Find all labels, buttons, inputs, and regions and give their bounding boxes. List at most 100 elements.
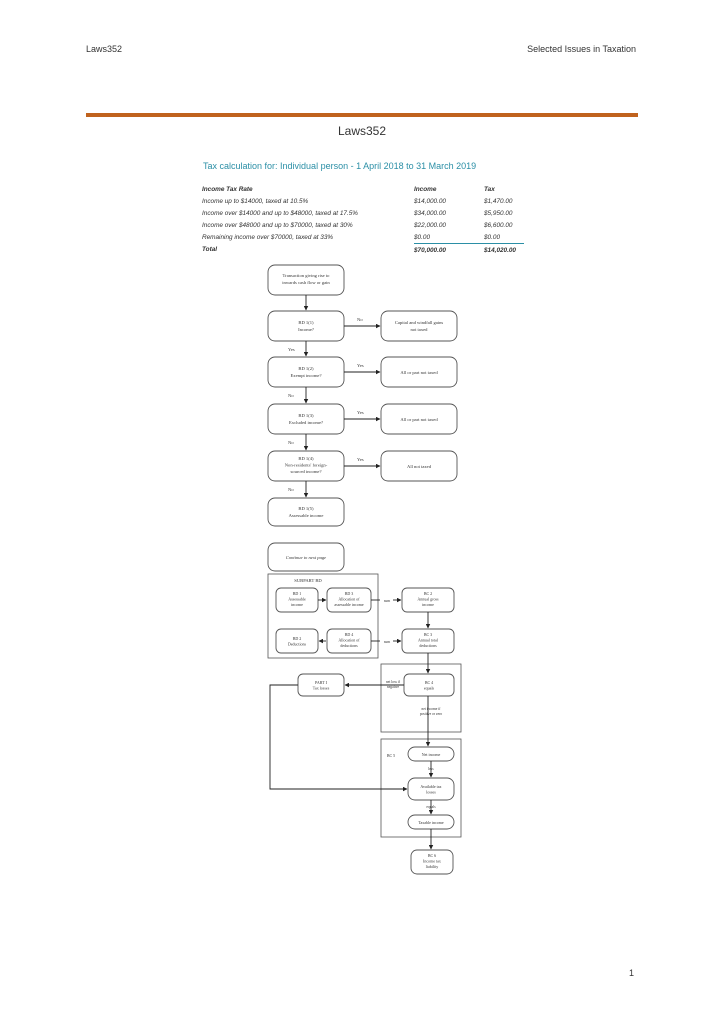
tax-cell: $5,950.00 xyxy=(484,209,513,217)
available-label-2: losses xyxy=(426,790,436,795)
bc3-label-2: Annual total xyxy=(418,638,439,643)
subpart-label: SUBPART BD xyxy=(294,578,322,583)
bd1-5-label-2: Assessable income xyxy=(289,513,324,518)
bd2-box xyxy=(275,628,319,654)
bc2-label-3: income xyxy=(422,602,434,607)
subpart-bd-panel xyxy=(267,573,379,659)
sum1-label: sum xyxy=(384,599,390,603)
bd1-3-label-1: BD 1(3) xyxy=(298,413,314,418)
bc6-label-3: liability xyxy=(426,864,438,869)
bd1-5-label-1: BD 1(5) xyxy=(298,506,314,511)
page-number: 1 xyxy=(629,968,635,978)
bd1-3-label-2: Excluded income? xyxy=(289,420,323,425)
bc4-label-2: equals xyxy=(424,686,435,691)
netincome-note-1: net income if xyxy=(422,707,442,711)
svg-text:BD 1(1)Income?: BD 1(1)Income? xyxy=(298,320,314,332)
rate-cell: Remaining income over $70000, taxed at 3… xyxy=(202,233,334,241)
bd2-label-1: BD 2 xyxy=(293,636,302,641)
bd4-label-3: deductions xyxy=(340,643,358,648)
total-tax: $14,020.00 xyxy=(484,246,516,254)
bd4-label-2: Allocation of xyxy=(338,638,360,643)
income-header: Income xyxy=(414,185,437,193)
bc4-panel xyxy=(380,663,462,733)
bd3-label-3: assessable income xyxy=(334,602,363,607)
netincome-note-2: positive or zero xyxy=(420,712,443,716)
table-row: Remaining income over $70000, taxed at 3… xyxy=(202,231,524,244)
document-title: Laws352 xyxy=(337,124,387,138)
bd1-1-box xyxy=(267,310,345,342)
continue-label: Continue to next page xyxy=(286,555,326,560)
no-label-3: No xyxy=(288,440,294,445)
total-label: Total xyxy=(202,246,218,254)
continue-box xyxy=(267,542,345,572)
rate-cell: Income up to $14000, taxed at 10.5% xyxy=(202,197,309,205)
taxable-label: Taxable income xyxy=(418,820,444,825)
bd2-label-2: Deductions xyxy=(288,642,307,647)
bd1-1-label-1: BD 1(1) xyxy=(298,320,314,325)
bc3-label-3: deductions xyxy=(419,643,437,648)
available-label-1: Available tax xyxy=(420,784,441,789)
bc6-box xyxy=(410,849,454,875)
bd1-4-label-2: Non-residents' foreign- xyxy=(285,463,328,468)
bc3-label-1: BC 3 xyxy=(424,632,432,637)
no-label-4: No xyxy=(288,487,294,492)
bc5-label: BC 5 xyxy=(387,753,395,758)
bc5-panel xyxy=(380,738,462,838)
bd1-2-label-1: BD 1(2) xyxy=(298,366,314,371)
exempt-box xyxy=(380,356,458,388)
netloss-label-2: negative xyxy=(387,685,400,689)
bc6-label-2: Income tax xyxy=(423,859,441,864)
tax-cell: $6,600.00 xyxy=(484,221,513,229)
table-row: Income over $14000 and up to $48000, tax… xyxy=(202,207,524,219)
income-cell: $0.00 xyxy=(414,231,484,244)
yes-label-4: Yes xyxy=(357,457,364,462)
bd1-4-label-1: BD 1(4) xyxy=(298,456,314,461)
bc2-label-1: BC 2 xyxy=(424,591,432,596)
tax-header: Tax xyxy=(484,185,495,193)
table-row: Income over $48000 and up to $70000, tax… xyxy=(202,219,524,231)
bd1-4-label-3: sourced income? xyxy=(291,469,322,474)
part1-label-2: Tax losses xyxy=(313,686,330,691)
bd1-2-box xyxy=(267,356,345,388)
total-row: Total $70,000.00 $14,020.00 xyxy=(202,244,524,257)
income-cell: $14,000.00 xyxy=(414,197,446,205)
bd1-small-label-1: BD 1 xyxy=(293,591,302,596)
no-label-1: No xyxy=(357,317,363,322)
svg-text:BD 1(5)Assessable income: BD 1(5) Assessable income xyxy=(289,506,324,518)
tax-rate-header: Income Tax Rate xyxy=(202,185,253,193)
income-cell: $22,000.00 xyxy=(414,221,446,229)
bd1-2-label-2: Exempt income? xyxy=(291,373,322,378)
exempt-label: All or part not taxed xyxy=(400,370,438,375)
rate-cell: Income over $48000 and up to $70000, tax… xyxy=(202,221,353,229)
less-label: less xyxy=(428,767,434,771)
capital-box xyxy=(380,310,458,342)
bc6-label-1: BC 6 xyxy=(428,853,436,858)
tax-table: Income Tax Rate Income Tax Income up to … xyxy=(202,183,524,256)
bd4-label-1: BD 4 xyxy=(345,632,354,637)
start-label-2: inwards cash flow or gain xyxy=(282,280,330,285)
sum2-label: sum xyxy=(384,640,390,644)
bc4-label-1: BC 4 xyxy=(425,680,433,685)
notaxed-box xyxy=(380,450,458,482)
header-right: Selected Issues in Taxation xyxy=(527,44,636,54)
excluded-box xyxy=(380,403,458,435)
tax-calculation-title: Tax calculation for: Individual person -… xyxy=(203,161,477,171)
capital-label-2: not taxed xyxy=(411,327,429,332)
netloss-label-1: net loss if xyxy=(386,680,401,684)
bc2-label-2: Annual gross xyxy=(417,597,439,602)
notaxed-label: All not taxed xyxy=(407,464,432,469)
rate-cell: Income over $14000 and up to $48000, tax… xyxy=(202,209,358,217)
tax-cell: $1,470.00 xyxy=(484,197,513,205)
svg-text:BD 1(3)Excluded income?: BD 1(3) Excluded income? xyxy=(289,413,323,425)
